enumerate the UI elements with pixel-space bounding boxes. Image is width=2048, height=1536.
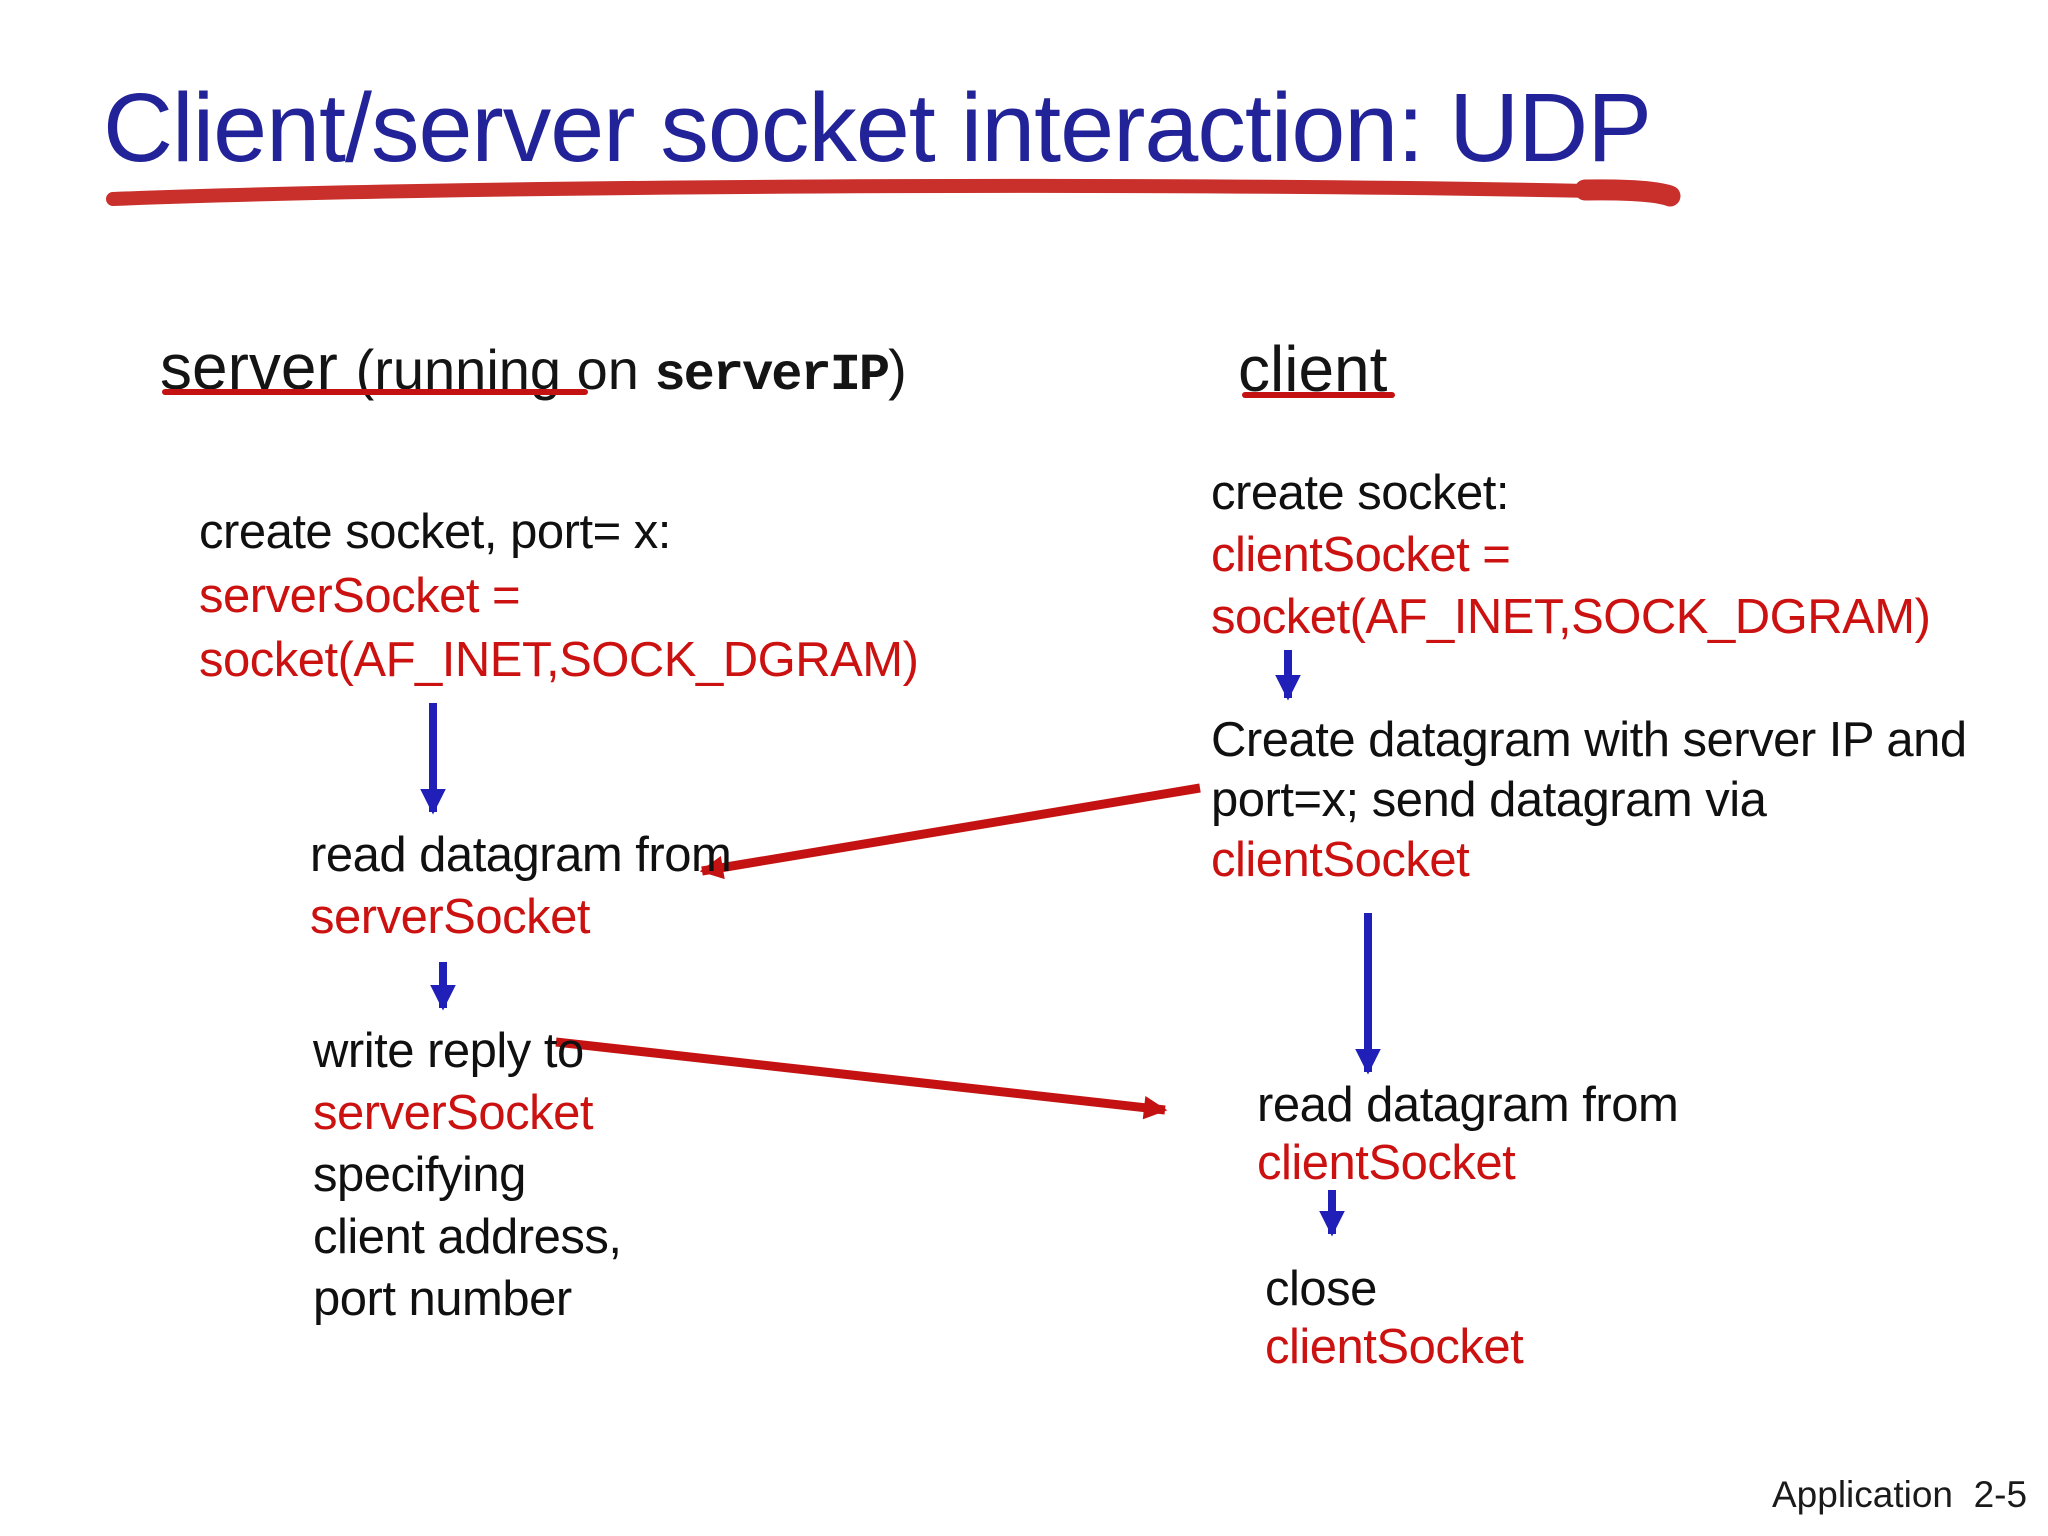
client-create-datagram-label: Create datagram with server IP and — [1211, 713, 1967, 767]
client-step-send-datagram: Create datagram with server IP and port=… — [1211, 710, 1967, 890]
server-socket-call-code: socket(AF_INET,SOCK_DGRAM) — [199, 633, 919, 687]
client-close-label: close — [1265, 1262, 1377, 1316]
client-close-socket-code: clientSocket — [1265, 1320, 1524, 1374]
client-socket-call-code: socket(AF_INET,SOCK_DGRAM) — [1211, 590, 1931, 644]
server-header-note-suffix: ) — [888, 338, 907, 401]
server-client-address-label: client address, — [313, 1210, 622, 1264]
client-socket-assign-code: clientSocket = — [1211, 528, 1511, 582]
client-send-datagram-label: port=x; send datagram via — [1211, 773, 1767, 827]
datagram-arrow-server-to-client — [555, 1037, 1168, 1120]
datagram-arrow-client-to-server — [699, 783, 1201, 880]
client-step-read-datagram: read datagram from clientSocket — [1257, 1076, 1679, 1192]
server-port-number-label: port number — [313, 1272, 572, 1326]
client-step-create-socket: create socket: clientSocket = socket(AF_… — [1211, 462, 1931, 648]
title-underline-swoosh-end — [1574, 179, 1681, 207]
server-step-create-socket: create socket, port= x: serverSocket = s… — [199, 500, 919, 692]
client-read-datagram-label: read datagram from — [1257, 1078, 1679, 1132]
server-socket-assign-code: serverSocket = — [199, 569, 521, 623]
client-header-underline — [1242, 392, 1395, 398]
server-step-write-reply: write reply to serverSocket specifying c… — [313, 1020, 622, 1330]
server-header-underline — [162, 389, 588, 395]
client-create-socket-label: create socket: — [1211, 466, 1510, 520]
title-underline-swoosh — [106, 178, 1645, 206]
server-create-socket-label: create socket, port= x: — [199, 505, 671, 559]
server-header-note-code: serverIP — [654, 346, 890, 405]
server-step-read-datagram: read datagram from serverSocket — [310, 824, 732, 948]
client-step-close-socket: close clientSocket — [1265, 1260, 1524, 1376]
slide-page-number: Application 2-5 — [1772, 1474, 2028, 1515]
server-specifying-label: specifying — [313, 1148, 526, 1202]
server-read-socket-code: serverSocket — [310, 890, 590, 944]
client-read-socket-code: clientSocket — [1257, 1136, 1516, 1190]
client-send-socket-code: clientSocket — [1211, 833, 1470, 887]
server-write-socket-code: serverSocket — [313, 1086, 593, 1140]
server-read-datagram-label: read datagram from — [310, 828, 732, 882]
server-write-reply-label: write reply to — [313, 1024, 584, 1078]
page-title: Client/server socket interaction: UDP — [103, 73, 1652, 182]
